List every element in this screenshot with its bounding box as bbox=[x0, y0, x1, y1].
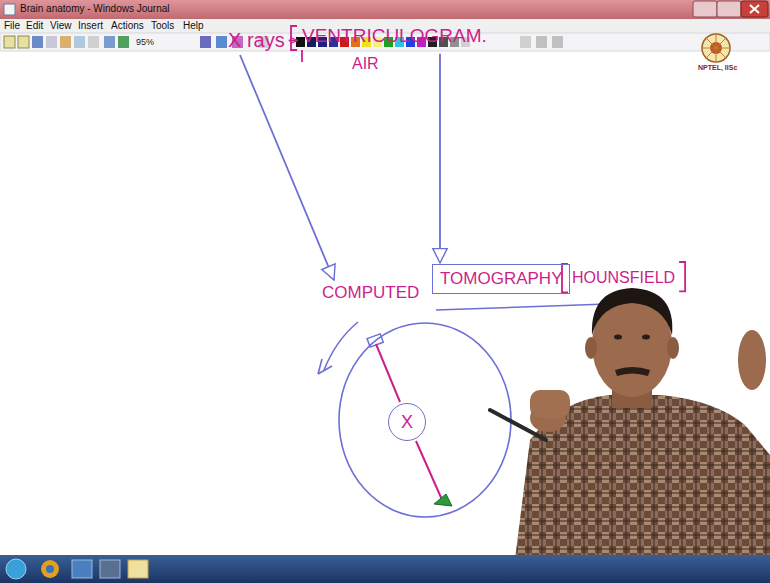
object-circle: X bbox=[388, 403, 426, 441]
lecturer bbox=[490, 288, 770, 583]
nptel-emblem bbox=[702, 34, 730, 62]
hand-arrow bbox=[240, 55, 334, 280]
rotation-arrow bbox=[324, 322, 358, 370]
maximize-button bbox=[717, 1, 741, 17]
window-title: Brain anatomy - Windows Journal bbox=[20, 3, 170, 15]
xray-detector bbox=[434, 494, 452, 506]
minimize-button bbox=[693, 1, 717, 17]
menu-item: Actions bbox=[111, 20, 144, 32]
watermark: NPTEL, IISc bbox=[698, 64, 737, 72]
hand-text: TOMOGRAPHY bbox=[440, 269, 562, 289]
close-button bbox=[741, 1, 768, 17]
xray-source bbox=[367, 334, 383, 347]
zoom-level: 95% bbox=[136, 37, 154, 48]
hand-text: COMPUTED bbox=[322, 283, 419, 303]
xray-beam bbox=[416, 441, 443, 502]
hand-arrow bbox=[439, 54, 441, 263]
menu-item: File bbox=[4, 20, 20, 32]
hand-text: HOUNSFIELD bbox=[572, 269, 675, 287]
app-icon bbox=[4, 4, 15, 15]
hand-word: AIR bbox=[350, 54, 381, 74]
close-cross bbox=[750, 5, 759, 13]
menu-item: Edit bbox=[26, 20, 43, 32]
hand-word: HOUNSFIELD bbox=[570, 268, 677, 288]
hand-text: VENTRICULOGRAM. bbox=[302, 25, 487, 47]
menu-item: Tools bbox=[151, 20, 174, 32]
hand-text: X rays bbox=[228, 29, 285, 52]
boxed-word: TOMOGRAPHY bbox=[432, 264, 570, 294]
hand-text: X bbox=[401, 412, 413, 433]
menu-item: Insert bbox=[78, 20, 103, 32]
rotation-arrowhead bbox=[318, 359, 332, 374]
title-bar bbox=[0, 0, 770, 19]
hand-word: COMPUTED bbox=[320, 282, 421, 304]
hand-arrow bbox=[289, 40, 297, 42]
hand-text: AIR bbox=[352, 55, 379, 73]
hand-word: VENTRICULOGRAM. bbox=[300, 24, 489, 48]
hand-bracket bbox=[562, 264, 568, 292]
hand-bracket bbox=[291, 26, 297, 50]
hand-bracket bbox=[679, 262, 685, 291]
hand-word: X rays bbox=[226, 28, 287, 53]
taskbar-icons bbox=[6, 559, 148, 579]
hand-stroke bbox=[301, 50, 303, 62]
taskbar bbox=[0, 555, 770, 583]
menu-item: View bbox=[50, 20, 72, 32]
xray-beam bbox=[376, 344, 400, 402]
menu-item: Help bbox=[183, 20, 204, 32]
gantry-circle bbox=[339, 323, 511, 517]
